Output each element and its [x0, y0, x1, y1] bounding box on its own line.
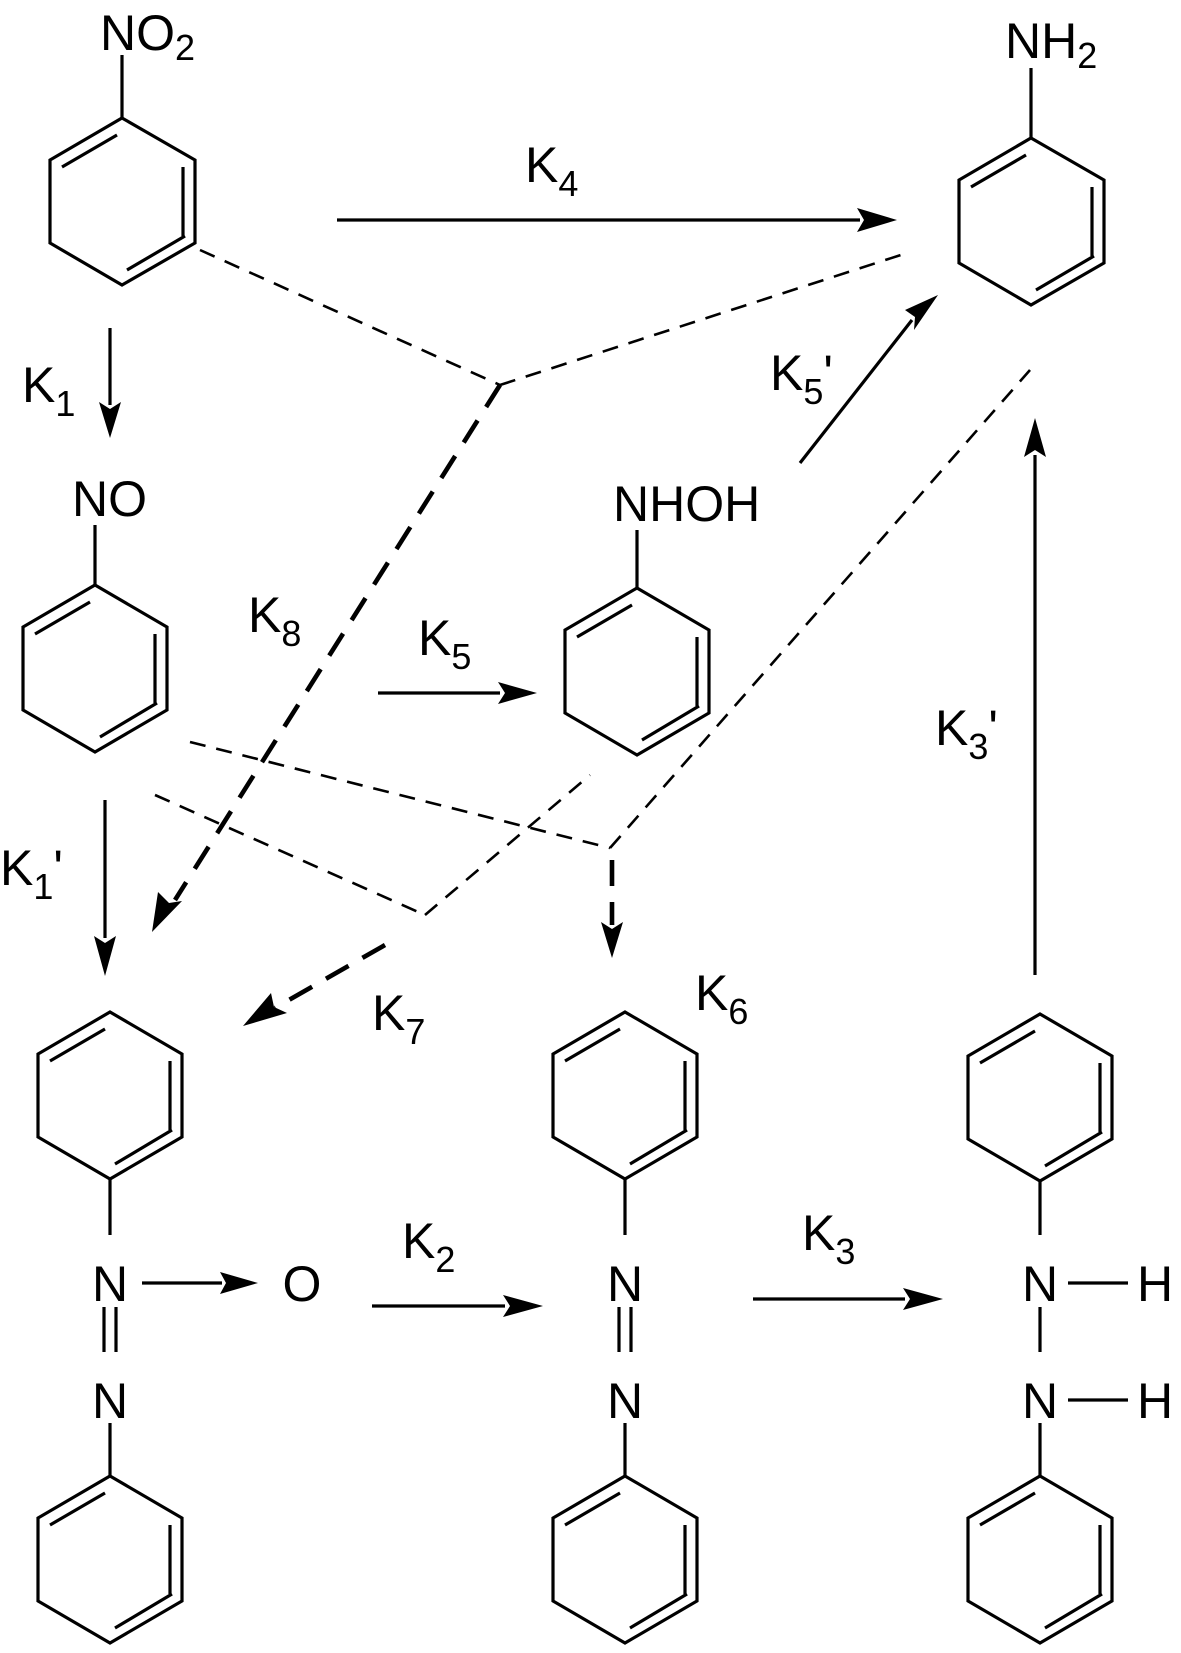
hydroxylamine-group-label: NHOH [613, 476, 760, 532]
arrow-k3-prime [1024, 418, 1046, 975]
dashed-path-k7 [154, 774, 591, 1026]
arrow-k1 [99, 328, 121, 438]
aniline: NH2 [957, 13, 1106, 307]
azo-n-top: N [607, 1256, 643, 1312]
dashed-path-k8 [152, 248, 911, 932]
phenylhydroxylamine: NHOH [563, 476, 760, 757]
arrow-k5 [378, 682, 537, 704]
hydrazobenzene: N H N H [966, 1012, 1173, 1645]
dashed-path-k6 [189, 369, 1031, 958]
nitrosobenzene-ring [21, 583, 169, 754]
nitrobenzene-ring [48, 116, 197, 287]
hydrazo-n-bottom: N [1022, 1373, 1058, 1429]
azo-n-bottom: N [607, 1373, 643, 1429]
nitrobenzene: NO2 [48, 5, 197, 287]
label-k5-prime: K5' [770, 345, 833, 412]
azoxybenzene-bottom-ring [36, 1474, 184, 1645]
hydrazo-n-top: N [1022, 1256, 1058, 1312]
azoxybenzene-top-ring [36, 1010, 184, 1181]
label-k3: K3 [802, 1205, 855, 1272]
azoxy-n-top: N [92, 1256, 128, 1312]
amino-group-label: NH2 [1005, 13, 1097, 76]
azoxy-oxygen: O [283, 1256, 322, 1312]
arrow-k3 [753, 1288, 943, 1310]
label-k5: K5 [418, 610, 471, 677]
hydrazobenzene-top-ring [966, 1012, 1114, 1183]
arrow-k1-prime [94, 800, 116, 976]
azobenzene-top-ring [551, 1010, 699, 1181]
azobenzene: N N [551, 1010, 699, 1645]
label-k1-prime: K1' [0, 840, 63, 907]
aniline-ring [957, 136, 1106, 307]
label-k2: K2 [402, 1213, 455, 1280]
nitrosobenzene: NO [21, 471, 169, 754]
azobenzene-bottom-ring [551, 1474, 699, 1645]
label-k3-prime: K3' [935, 700, 998, 767]
nitro-group-label: NO2 [100, 5, 195, 68]
label-k6: K6 [695, 965, 748, 1032]
nitroso-group-label: NO [72, 471, 147, 527]
azoxybenzene: N N O [36, 1010, 322, 1645]
label-k1: K1 [22, 357, 75, 424]
label-k4: K4 [525, 137, 578, 204]
label-k8: K8 [248, 587, 301, 654]
hydrazo-h-top: H [1137, 1256, 1173, 1312]
hydrazo-h-bottom: H [1137, 1373, 1173, 1429]
arrow-k5-prime [798, 295, 938, 464]
arrow-k2 [372, 1295, 543, 1317]
label-k7: K7 [372, 985, 425, 1052]
arrow-k4 [337, 208, 897, 232]
hydrazobenzene-bottom-ring [966, 1474, 1114, 1645]
azoxy-n-bottom: N [92, 1373, 128, 1429]
phenylhydroxylamine-ring [563, 586, 711, 757]
